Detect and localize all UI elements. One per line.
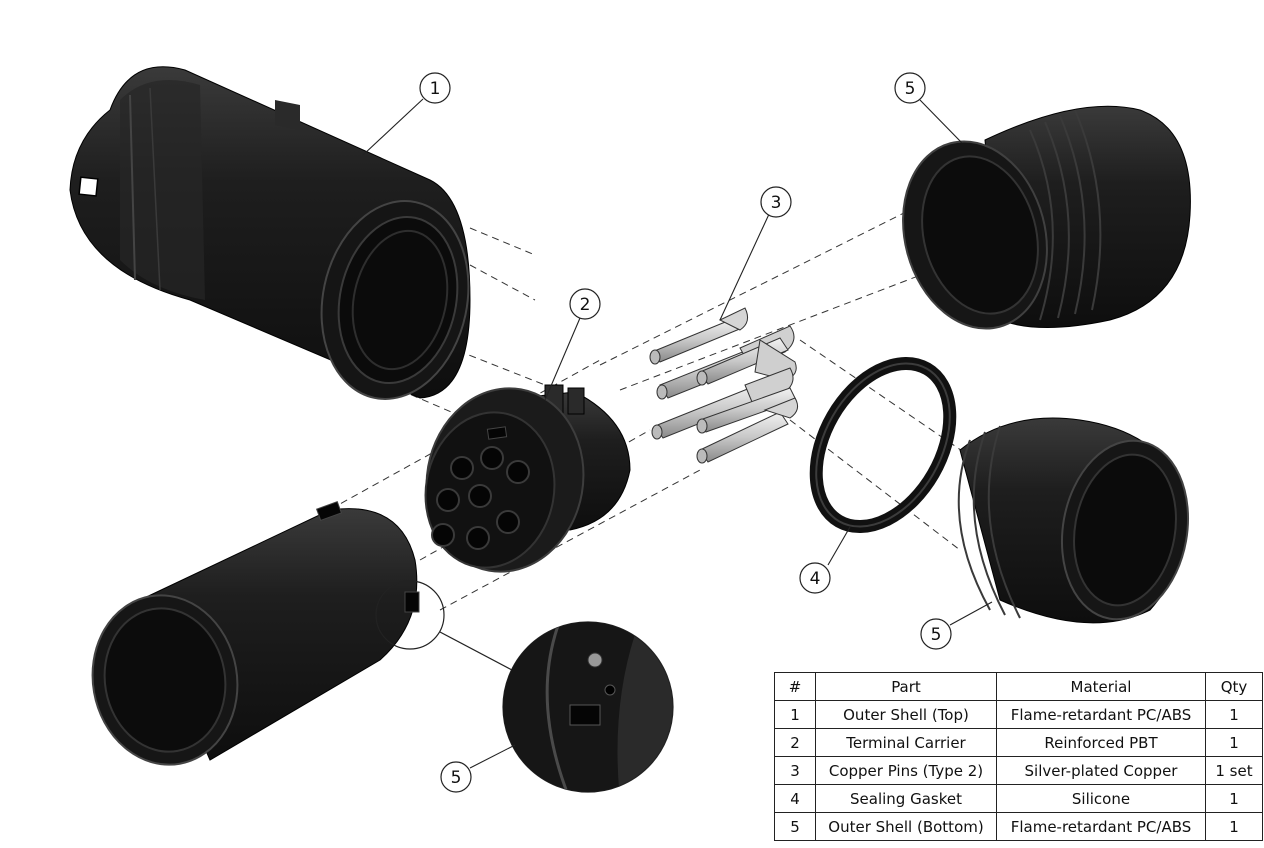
callout-5-detail: 5 (440, 761, 472, 793)
terminal-carrier (424, 384, 631, 573)
callout-3: 3 (760, 186, 792, 218)
bom-cell-number: 5 (774, 812, 816, 841)
bom-cell-material: Flame-retardant PC/ABS (996, 700, 1206, 729)
callout-leaders (362, 98, 993, 769)
bom-cell-material: Reinforced PBT (996, 728, 1206, 757)
bom-cell-number: 1 (774, 700, 816, 729)
detail-view-magnifier (375, 580, 674, 793)
bill-of-materials-table: # Part Material Qty 1 Outer Shell (Top) … (774, 672, 1263, 841)
bom-header-number: # (774, 672, 816, 701)
copper-pins (649, 307, 799, 464)
bom-header-row: # Part Material Qty (774, 672, 1263, 701)
svg-text:5: 5 (905, 79, 916, 99)
callout-4: 4 (799, 562, 831, 594)
bom-cell-part: Terminal Carrier (815, 728, 997, 757)
outer-shell-bottom-left (91, 500, 420, 766)
table-row: 3 Copper Pins (Type 2) Silver-plated Cop… (774, 756, 1263, 785)
svg-text:5: 5 (931, 625, 942, 645)
sealing-gasket (809, 356, 957, 534)
table-row: 5 Outer Shell (Bottom) Flame-retardant P… (774, 812, 1263, 841)
outer-shell-top (69, 66, 471, 400)
svg-text:1: 1 (430, 79, 441, 99)
svg-text:4: 4 (810, 569, 821, 589)
bom-cell-qty: 1 set (1205, 756, 1263, 785)
bom-cell-number: 2 (774, 728, 816, 757)
svg-text:5: 5 (451, 768, 462, 788)
bom-cell-part: Outer Shell (Top) (815, 700, 997, 729)
svg-text:3: 3 (771, 193, 782, 213)
table-row: 1 Outer Shell (Top) Flame-retardant PC/A… (774, 700, 1263, 729)
svg-text:2: 2 (580, 295, 591, 315)
table-row: 4 Sealing Gasket Silicone 1 (774, 784, 1263, 813)
bom-cell-number: 4 (774, 784, 816, 813)
outer-shell-bottom-upper (902, 105, 1191, 330)
bom-cell-part: Outer Shell (Bottom) (815, 812, 997, 841)
callout-balloons: 1 2 3 4 5 5 5 (419, 72, 952, 793)
bom-cell-qty: 1 (1205, 728, 1263, 757)
bom-cell-material: Silicone (996, 784, 1206, 813)
bom-cell-qty: 1 (1205, 812, 1263, 841)
table-row: 2 Terminal Carrier Reinforced PBT 1 (774, 728, 1263, 757)
bom-cell-material: Flame-retardant PC/ABS (996, 812, 1206, 841)
bom-header-material: Material (996, 672, 1206, 701)
callout-5-upper: 5 (894, 72, 926, 104)
callout-2: 2 (569, 288, 601, 320)
bom-cell-material: Silver-plated Copper (996, 756, 1206, 785)
bom-cell-number: 3 (774, 756, 816, 785)
bom-cell-part: Copper Pins (Type 2) (815, 756, 997, 785)
bom-header-qty: Qty (1205, 672, 1263, 701)
bom-header-part: Part (815, 672, 997, 701)
bom-cell-part: Sealing Gasket (815, 784, 997, 813)
callout-5-lower: 5 (920, 618, 952, 650)
bom-cell-qty: 1 (1205, 700, 1263, 729)
outer-shell-bottom-lower (957, 417, 1190, 624)
bom-cell-qty: 1 (1205, 784, 1263, 813)
callout-1: 1 (419, 72, 451, 104)
